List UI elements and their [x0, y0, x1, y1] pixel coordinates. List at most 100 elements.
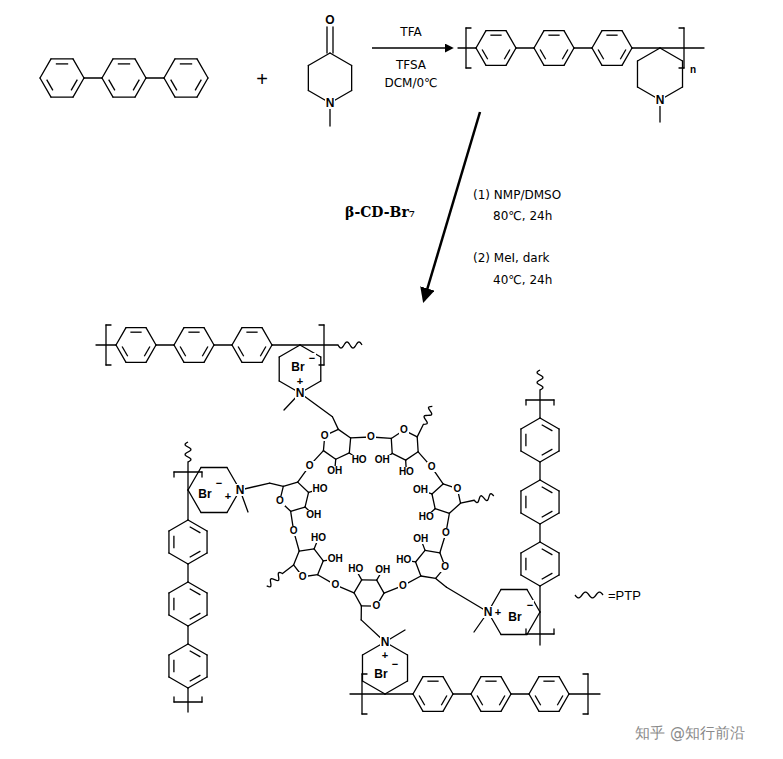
- aromatic-bond: [620, 50, 626, 60]
- aromatic-bond: [130, 332, 141, 333]
- aromatic-bond: [56, 63, 68, 64]
- bond-line: [540, 575, 559, 586]
- bond-line: [197, 78, 208, 97]
- atom-label: O: [289, 526, 299, 536]
- repeat-index: n: [689, 65, 697, 75]
- bond-line: [168, 593, 169, 615]
- atom-label: N: [295, 387, 306, 399]
- bond-line: [187, 688, 188, 712]
- bond-line: [318, 561, 324, 575]
- bond-line: [201, 467, 227, 468]
- aromatic-bond: [548, 35, 559, 36]
- bond-line: [106, 324, 111, 325]
- aromatic-bond: [188, 332, 199, 333]
- bond-line: [270, 483, 284, 486]
- bond-line: [214, 344, 232, 345]
- bond-line: [113, 58, 135, 59]
- bond-line: [529, 677, 539, 694]
- atom-label: HO: [347, 564, 364, 574]
- atom-label: Br: [373, 668, 388, 680]
- bond-line: [486, 65, 506, 66]
- bond-line: [336, 453, 350, 459]
- bond-line: [330, 53, 352, 66]
- bond-line: [232, 345, 242, 362]
- bond-line: [320, 357, 321, 381]
- bond-line: [332, 27, 333, 53]
- ptp-wavy-link: [537, 370, 543, 390]
- bond-line: [294, 551, 300, 565]
- bond-line: [168, 655, 169, 677]
- bond-line: [520, 491, 521, 513]
- bond-line: [466, 67, 471, 68]
- bond-line: [135, 59, 146, 78]
- charge-sign: +: [296, 376, 304, 387]
- atom-label: OH: [374, 455, 391, 465]
- bond-line: [539, 462, 540, 480]
- bond-line: [164, 78, 175, 97]
- bond-line: [407, 655, 408, 681]
- bond-line: [506, 48, 516, 65]
- reaction-arrow: [424, 112, 480, 300]
- bond-line: [413, 677, 423, 694]
- aromatic-bond: [540, 50, 546, 60]
- aromatic-bond: [173, 660, 174, 672]
- bond-line: [169, 553, 188, 564]
- bond-line: [544, 30, 564, 31]
- atom-label: O: [305, 461, 315, 471]
- aromatic-bond: [542, 511, 553, 517]
- charge-sign: −: [308, 353, 316, 364]
- aromatic-bond: [190, 551, 201, 557]
- bond-line: [466, 27, 471, 28]
- bond-line: [361, 674, 362, 714]
- atom-label: Br: [290, 361, 305, 373]
- bond-line: [520, 553, 521, 575]
- bond-line: [540, 418, 559, 429]
- bond-line: [361, 606, 362, 620]
- bond-line: [173, 697, 174, 702]
- aromatic-bond: [190, 675, 201, 681]
- bond-line: [102, 78, 113, 97]
- bond-line: [476, 48, 486, 65]
- bond-line: [187, 490, 188, 520]
- atom-label: O: [275, 496, 285, 506]
- bond-line: [291, 507, 305, 511]
- bond-line: [326, 27, 327, 53]
- aromatic-bond: [118, 63, 130, 64]
- bond-line: [521, 480, 540, 491]
- bond-line: [206, 593, 207, 615]
- aromatic-bond: [525, 434, 526, 446]
- ptp-wavy-link: [267, 572, 283, 586]
- bond-line: [602, 65, 622, 66]
- bond-line: [558, 429, 559, 451]
- aromatic-bond: [202, 347, 208, 357]
- bond-line: [314, 549, 323, 561]
- bond-line: [188, 520, 207, 531]
- bond-line: [421, 576, 436, 578]
- aromatic-bond: [542, 449, 553, 455]
- bond-line: [377, 580, 384, 593]
- atom-label: O: [399, 425, 409, 435]
- bond-line: [323, 325, 324, 365]
- bond-line: [564, 48, 574, 65]
- bond-line: [272, 344, 300, 345]
- bond-line: [622, 31, 632, 48]
- bond-line: [486, 30, 506, 31]
- aromatic-bond: [195, 80, 201, 91]
- reaction-arrow: [372, 47, 452, 49]
- bond-line: [204, 345, 214, 362]
- bond-line: [102, 59, 113, 78]
- bond-line: [587, 674, 588, 714]
- bond-line: [392, 453, 405, 460]
- aromatic-bond: [190, 589, 201, 595]
- reagent-text: TFSA: [395, 59, 427, 71]
- atom-label: OH: [412, 485, 429, 495]
- aromatic-bond: [490, 35, 501, 36]
- bond-line: [105, 325, 106, 365]
- atom-label: N: [655, 94, 666, 106]
- bond-line: [679, 67, 684, 68]
- bond-line: [574, 47, 592, 48]
- bond-line: [544, 65, 564, 66]
- bond-line: [416, 550, 425, 562]
- aromatic-bond: [238, 347, 244, 357]
